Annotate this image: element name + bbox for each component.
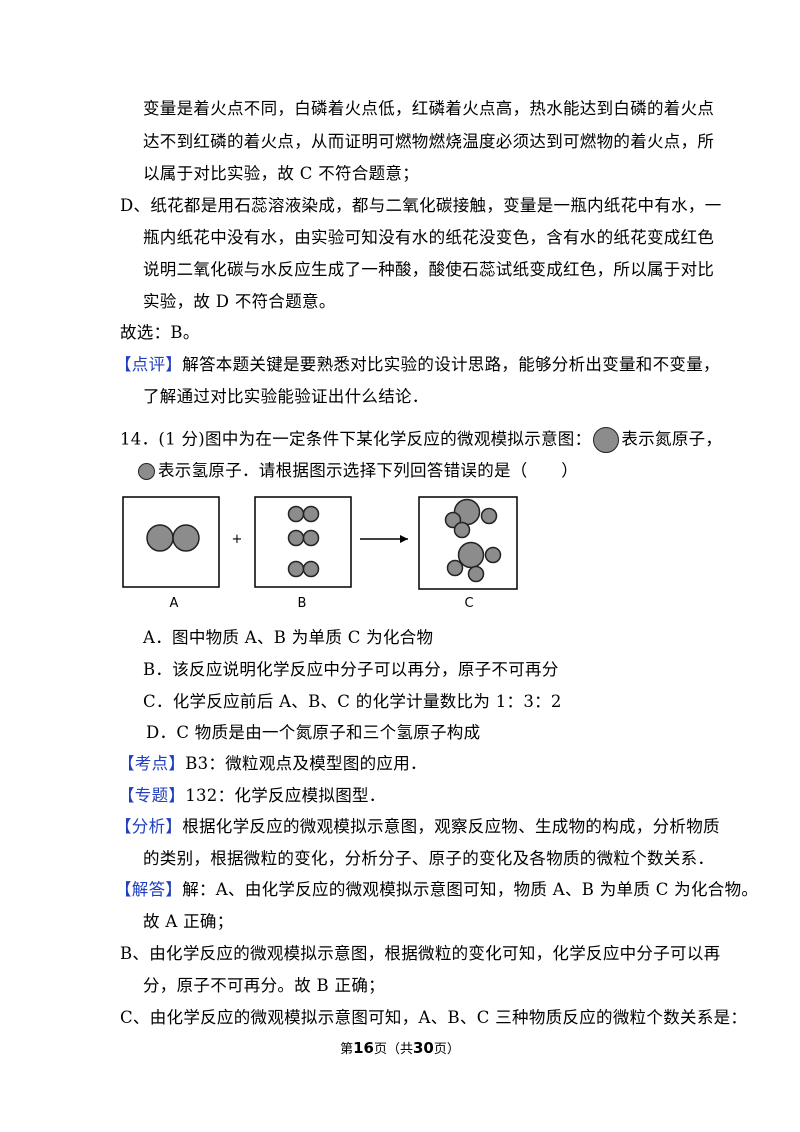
hydrogen-atom <box>467 565 485 583</box>
label-a: A <box>170 596 179 611</box>
hydrogen-atom <box>287 560 305 578</box>
reaction-diagram: + A B C <box>122 496 518 611</box>
jieda-line: 【解答】解：A、由化学反应的微观模拟示意图可知，物质 A、B 为单质 C 为化合… <box>115 879 758 901</box>
label-b: B <box>298 596 307 611</box>
kaodian-tag: 【考点】 <box>118 754 186 773</box>
nitrogen-atom-icon <box>593 427 620 453</box>
nitrogen-atom <box>457 541 485 569</box>
hydrogen-atom <box>287 505 305 523</box>
review-text: 解答本题关键是要熟悉对比实验的设计思路，能够分析出变量和不变量， <box>182 355 720 374</box>
review-tag: 【点评】 <box>115 355 183 374</box>
question-text: 14．(1 分)图中为在一定条件下某化学反应的微观模拟示意图： <box>120 429 592 449</box>
label-c: C <box>464 596 473 611</box>
page-number: 16 <box>353 1039 374 1057</box>
box-a <box>122 496 220 588</box>
text-line: 说明二氧化碳与水反应生成了一种酸，酸使石蕊试纸变成红色，所以属于对比 <box>143 260 715 279</box>
page-total: 30 <box>413 1039 434 1057</box>
kaodian-line: 【考点】B3：微粒观点及模型图的应用． <box>118 753 427 775</box>
review-line: 【点评】解答本题关键是要熟悉对比实验的设计思路，能够分析出变量和不变量， <box>115 354 720 376</box>
answer-line: 故选：B。 <box>120 323 200 342</box>
text-line: 实验，故 D 不符合题意。 <box>143 292 336 311</box>
text-line: C、由化学反应的微观模拟示意图可知，A、B、C 三种物质反应的微粒个数关系是： <box>120 1008 748 1027</box>
footer-suffix: 页） <box>433 1042 460 1057</box>
text-line: 以属于对比实验，故 C 不符合题意； <box>143 164 420 183</box>
text-line: 变量是着火点不同，白磷着火点低，红磷着火点高，热水能达到白磷的着火点 <box>143 99 715 118</box>
text-line: 达不到红磷的着火点，从而证明可燃物燃烧温度必须达到可燃物的着火点，所 <box>143 132 715 151</box>
question-line: 表示氢原子．请根据图示选择下列回答错误的是（ ） <box>138 460 578 482</box>
plus-sign: + <box>232 532 243 547</box>
option-a: A．图中物质 A、B 为单质 C 为化合物 <box>143 628 434 647</box>
fenxi-tag: 【分析】 <box>115 817 183 836</box>
question-line: 14．(1 分)图中为在一定条件下某化学反应的微观模拟示意图： 表示氮原子， <box>120 427 722 453</box>
hydrogen-atom <box>302 529 320 547</box>
hydrogen-atom-icon <box>138 463 155 480</box>
hydrogen-atom <box>484 546 502 564</box>
kaodian-text: B3：微粒观点及模型图的应用． <box>185 754 427 773</box>
box-c <box>418 496 518 590</box>
hydrogen-atom <box>287 529 305 547</box>
footer-mid: 页（共 <box>373 1042 413 1057</box>
text-line: B、由化学反应的微观模拟示意图，根据微粒的变化可知，化学反应中分子可以再 <box>120 944 721 963</box>
option-d: D．C 物质是由一个氮原子和三个氢原子构成 <box>146 723 481 742</box>
question-text: 表示氢原子．请根据图示选择下列回答错误的是（ ） <box>158 461 578 480</box>
option-c: C．化学反应前后 A、B、C 的化学计量数比为 1：3：2 <box>143 692 562 711</box>
nitrogen-atom <box>172 524 200 552</box>
text-line: 了解通过对比实验能验证出什么结论． <box>143 387 429 406</box>
text-line: 的类别，根据微粒的变化，分析分子、原子的变化及各物质的微粒个数关系． <box>143 849 715 868</box>
jieda-tag: 【解答】 <box>115 880 183 899</box>
zhuanti-line: 【专题】132：化学反应模拟图型． <box>118 785 386 807</box>
question-text: 表示氮原子， <box>621 429 723 449</box>
text-line: 分，原子不可再分。故 B 正确； <box>143 976 385 995</box>
hydrogen-atom <box>446 559 464 577</box>
zhuanti-tag: 【专题】 <box>118 786 186 805</box>
hydrogen-atom <box>480 507 498 525</box>
page-footer: 第16页（共30页） <box>0 1038 800 1057</box>
hydrogen-atom <box>453 521 471 539</box>
nitrogen-atom <box>146 524 174 552</box>
footer-prefix: 第 <box>340 1042 354 1057</box>
fenxi-text: 根据化学反应的微观模拟示意图，观察反应物、生成物的构成，分析物质 <box>182 817 720 836</box>
jieda-text: 解：A、由化学反应的微观模拟示意图可知，物质 A、B 为单质 C 为化合物。 <box>182 880 759 899</box>
text-line: 瓶内纸花中没有水，由实验可知没有水的纸花没变色，含有水的纸花变成红色 <box>143 228 715 247</box>
hydrogen-atom <box>302 505 320 523</box>
text-line: D、纸花都是用石蕊溶液染成，都与二氧化碳接触，变量是一瓶内纸花中有水，一 <box>120 196 722 215</box>
text-line: 故 A 正确； <box>143 912 234 931</box>
option-b: B．该反应说明化学反应中分子可以再分，原子不可再分 <box>143 660 559 679</box>
fenxi-line: 【分析】根据化学反应的微观模拟示意图，观察反应物、生成物的构成，分析物质 <box>115 816 720 838</box>
reaction-arrow-head <box>400 535 408 543</box>
box-b <box>254 496 352 588</box>
zhuanti-text: 132：化学反应模拟图型． <box>185 786 386 805</box>
hydrogen-atom <box>302 560 320 578</box>
